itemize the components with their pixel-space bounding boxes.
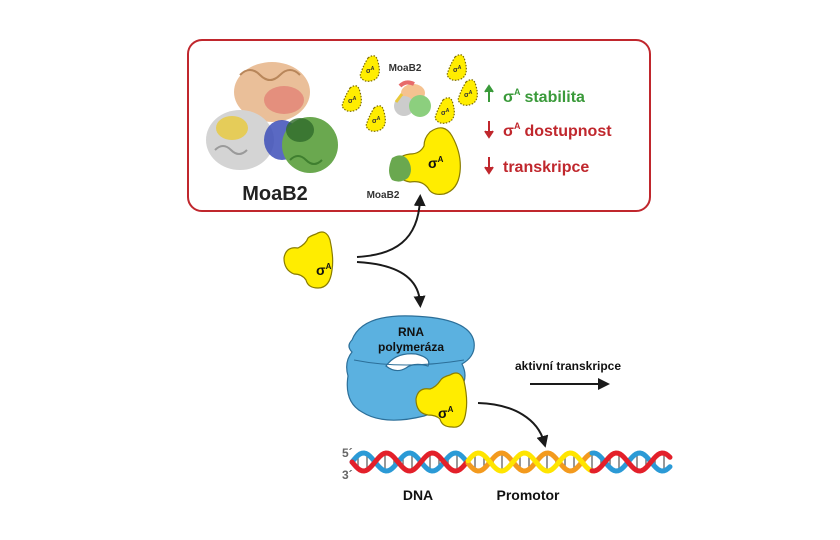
promotor-label: Promotor [497, 487, 561, 503]
sigma-bound-shape [395, 127, 461, 195]
moab2-complex-small [394, 80, 431, 117]
dna-strand-3 [349, 450, 471, 474]
sigma-small-label: σA [453, 65, 462, 74]
arrow-down-icon [484, 121, 494, 139]
sigma-small-5 [457, 79, 478, 106]
dna-helix [349, 450, 673, 474]
rnap-divider [353, 359, 465, 366]
arrow-up-icon [484, 84, 494, 102]
effect-transcription: transkripce [484, 157, 589, 176]
sigma-small-label: σA [441, 108, 450, 117]
arrow-to-moab2 [356, 194, 426, 258]
effect-transcription-text: transkripce [503, 159, 589, 176]
effect-stability-text: stabilita [524, 89, 585, 106]
moab2-bound-shape [389, 155, 411, 182]
dna-strand-5 [349, 450, 471, 474]
arrow-to-promoter [477, 402, 549, 448]
active-transcription-label: aktivní transkripce [515, 359, 621, 373]
rnap-sigma-shape [415, 372, 468, 428]
complex-label-top: MoaB2 [389, 63, 422, 74]
moab2-structure-image [206, 62, 338, 173]
structure-label: MoaB2 [242, 183, 308, 205]
sigma-small-label: σA [366, 66, 375, 75]
effect-availability-text: dostupnost [524, 123, 612, 140]
sigma-small-4 [446, 54, 467, 81]
dna-5-end: 5´ [342, 446, 353, 460]
sigma-small-label: σA [372, 116, 381, 125]
dna-label: DNA [403, 487, 433, 503]
complex-label-bottom: MoaB2 [367, 190, 400, 201]
sigma-small-label: σA [464, 90, 473, 99]
dna-strand-5 [465, 450, 595, 474]
sigma-cluster [341, 54, 478, 132]
sigma-small-3 [365, 105, 386, 132]
free-sigma-shape [283, 231, 334, 289]
sigma-small-2 [341, 85, 362, 112]
rnap-label-line2: polymeráza [378, 340, 444, 354]
arrow-down-icon [484, 157, 494, 175]
sigma-small-1 [359, 55, 380, 82]
dna-strand-5 [589, 450, 673, 474]
dna-3-end: 3´ [342, 468, 353, 482]
sigma-small-label: σA [348, 96, 357, 105]
arrow-to-rnap [356, 261, 426, 308]
sigma-small-6 [434, 97, 455, 124]
rnap-label-line1: RNA [398, 325, 424, 339]
